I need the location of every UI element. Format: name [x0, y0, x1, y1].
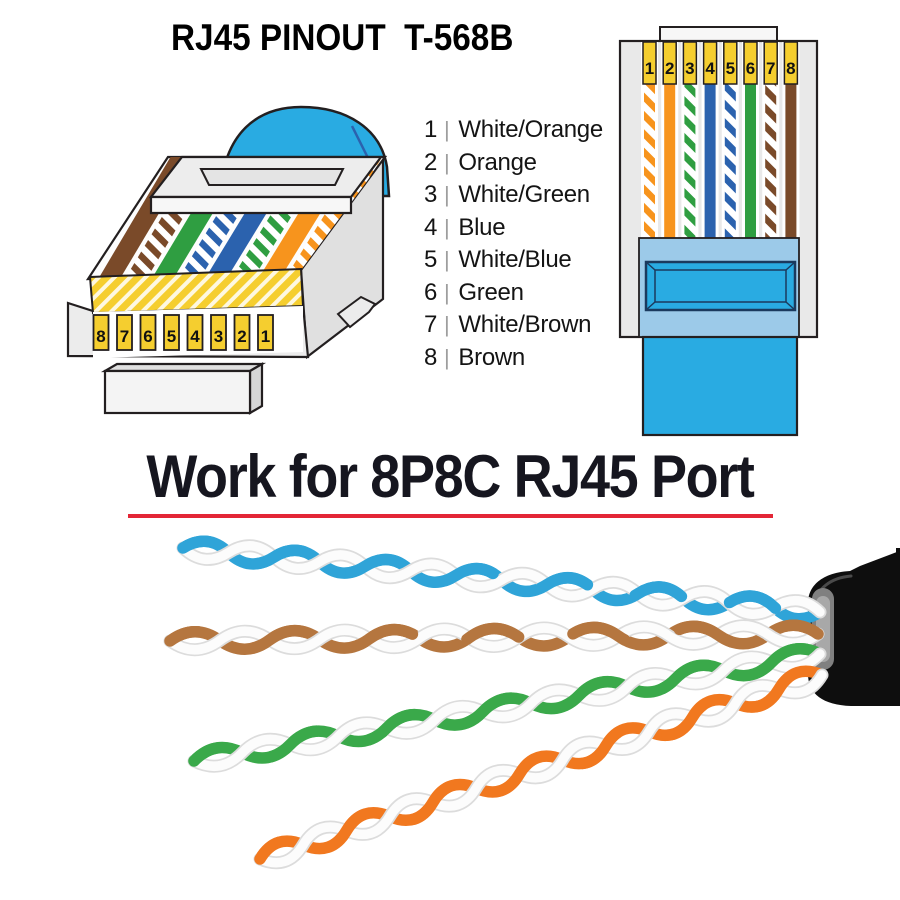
wire-channels: 1 2 3 4 [641, 41, 800, 238]
pinout-list-item: 2|Orange [423, 148, 537, 176]
wire-channel: 5 [721, 41, 739, 238]
svg-text:1: 1 [261, 327, 270, 346]
svg-text:5: 5 [726, 59, 735, 78]
twisted-pair-green [187, 643, 827, 773]
page-title: RJ45 PINOUT T-568B [171, 17, 514, 58]
svg-text:6: 6 [746, 59, 755, 78]
wire-channel: 1 [641, 41, 658, 238]
twisted-pair-brown [163, 619, 825, 657]
pin-numbers: 8 7 6 5 4 3 2 1 [96, 327, 270, 346]
svg-text:7: 7 [766, 59, 775, 78]
wire-channel: 4 [701, 41, 719, 238]
pinout-list-item: 4|Blue [423, 213, 506, 241]
wire-channel: 2 [661, 41, 679, 238]
svg-text:4: 4 [705, 59, 715, 78]
bottom-tab [100, 362, 267, 415]
svg-text:3: 3 [685, 59, 694, 78]
twisted-pair-blue [176, 535, 827, 625]
pin-row: 8 7 6 5 4 3 2 1 [92, 306, 303, 358]
latch-clip [336, 295, 377, 329]
contact-strip [88, 267, 305, 315]
pinout-list-item: 5|White/Blue [423, 246, 572, 273]
rj45-plug-front-illustration: 1 2 3 4 [618, 26, 819, 437]
pinout-list: 1|White/Orange 2|Orange 3|White/Green 4|… [421, 114, 603, 374]
banner-title: Work for 8P8C RJ45 Port [146, 443, 754, 510]
banner-underline [128, 514, 773, 518]
wire-channel: 6 [742, 41, 759, 238]
strain-relief-collar [148, 155, 384, 215]
svg-text:8: 8 [786, 59, 795, 78]
pinout-list-item: 8|Brown [423, 343, 525, 371]
svg-text:2: 2 [237, 327, 246, 346]
svg-text:5: 5 [167, 327, 176, 346]
svg-text:2: 2 [665, 59, 674, 78]
wire-channel: 3 [681, 41, 699, 238]
wire-channel: 8 [782, 41, 800, 238]
top-tab [659, 26, 778, 42]
svg-text:8: 8 [96, 327, 105, 346]
pinout-list-item: 7|White/Brown [423, 311, 592, 338]
svg-text:3: 3 [214, 327, 223, 346]
pinout-list-item: 6|Green [423, 278, 524, 306]
svg-text:6: 6 [143, 327, 152, 346]
svg-text:1: 1 [645, 59, 654, 78]
cable-photo [163, 535, 900, 870]
svg-text:7: 7 [120, 327, 129, 346]
pinout-list-item: 1|White/Orange [423, 116, 603, 143]
rj45-plug-side-illustration: 8 7 6 5 4 3 2 1 [66, 105, 391, 415]
twisted-pair-orange [253, 665, 829, 870]
latch-window [638, 237, 800, 338]
cable [641, 335, 799, 437]
pinout-list-item: 3|White/Green [423, 181, 590, 208]
svg-text:4: 4 [190, 327, 200, 346]
wire-channel: 7 [762, 41, 780, 238]
